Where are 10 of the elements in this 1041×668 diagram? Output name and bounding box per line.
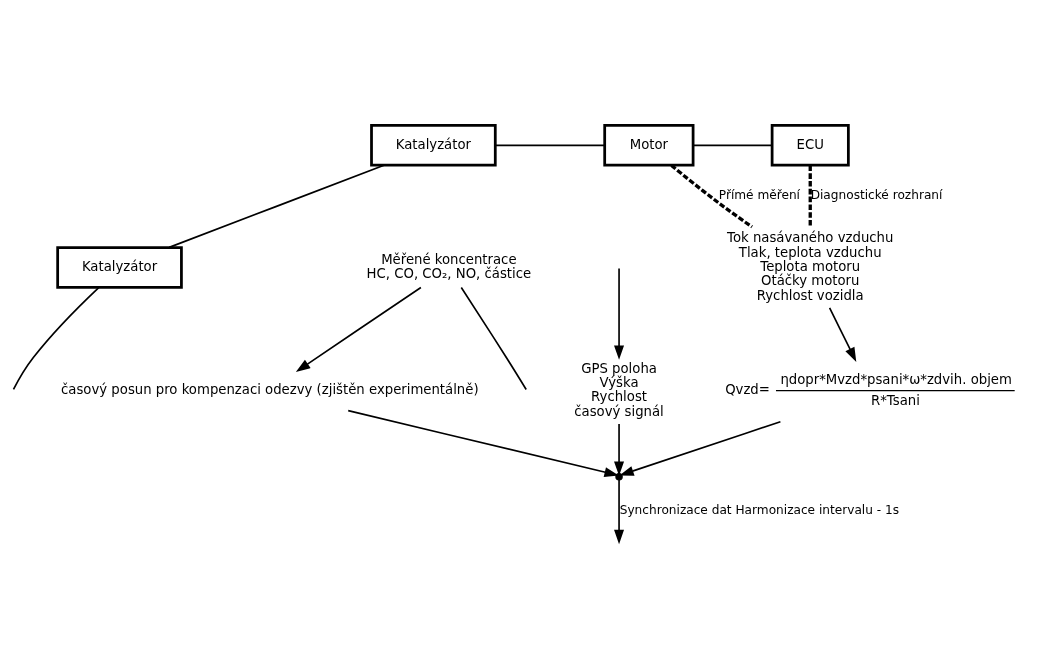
node-text: časový posun pro kompenzaci odezvy (zjištěn experimentálně)	[61, 382, 479, 398]
edge-label: Diagnostické rozhraní	[810, 188, 943, 203]
node-label: ηdopr*Mvzd*psani*ω*zdvih. objem	[780, 371, 1012, 387]
node-text: Tok nasávaného vzduchu Tlak, teplota vzduchu Teplota motoru Otáčky motoru Rychlost vozidla	[727, 230, 894, 303]
edge-label: Přímé měření	[718, 188, 800, 203]
node-text: Měřené koncentrace HC, CO, CO₂, NO, částice	[366, 251, 532, 282]
node-label: Qvzd=	[725, 382, 770, 398]
node-text: GPS poloha Výška Rychlost časový signál	[574, 360, 664, 419]
edge-label: Synchronizace dat Harmonizace intervalu - 1s	[619, 502, 900, 517]
node-label: R*Tsani	[871, 392, 920, 408]
